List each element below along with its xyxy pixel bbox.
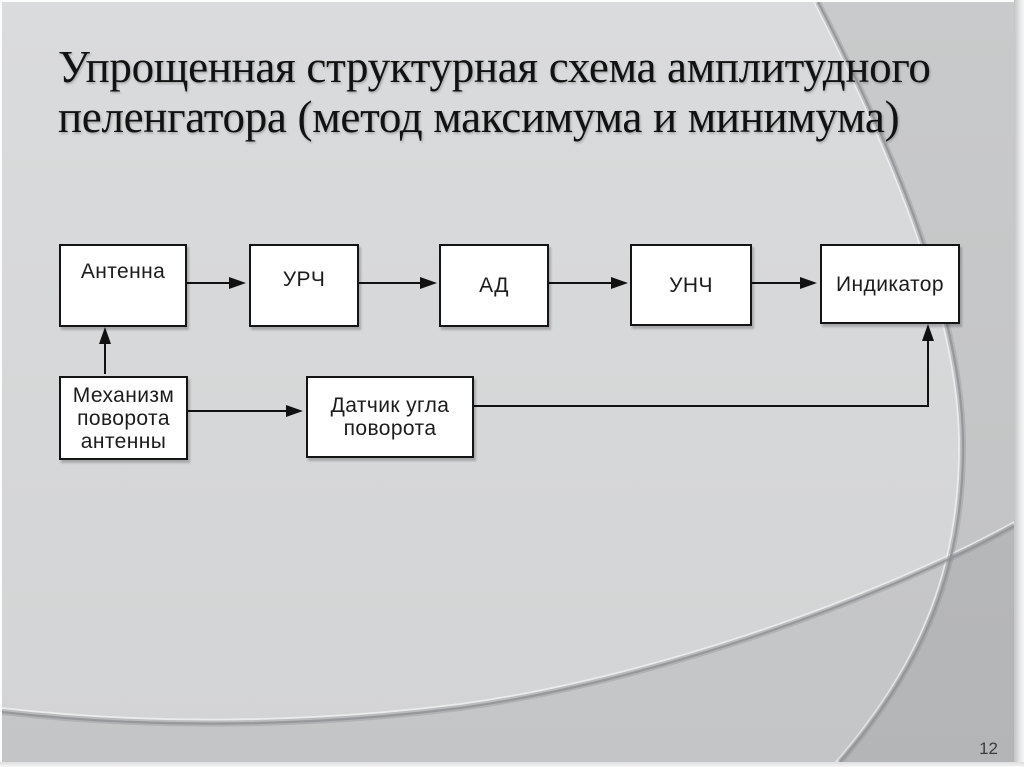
- slide-right-edge-fade: [1014, 0, 1024, 767]
- title-line-1: Упрощенная структурная схема амплитудног…: [58, 42, 931, 92]
- block-indicator: Индикатор: [820, 244, 960, 324]
- slide: Упрощенная структурная схема амплитудног…: [2, 2, 1014, 762]
- slide-title: Упрощенная структурная схема амплитудног…: [58, 42, 931, 142]
- block-label: Датчик угла поворота: [330, 394, 450, 440]
- block-label: УРЧ: [282, 268, 326, 291]
- block-label: Антенна: [80, 260, 166, 283]
- block-unch: УНЧ: [630, 244, 752, 326]
- page-number: 12: [979, 739, 998, 758]
- block-mechanism: Механизм поворота антенны: [59, 376, 188, 460]
- block-antenna: Антенна: [59, 244, 187, 327]
- title-line-2: пеленгатора (метод максимума и минимума): [58, 92, 900, 142]
- block-sensor: Датчик угла поворота: [306, 376, 474, 458]
- block-label: УНЧ: [669, 273, 713, 297]
- block-label: АД: [479, 274, 509, 297]
- block-label: Индикатор: [836, 272, 944, 296]
- block-label: Механизм поворота антенны: [72, 383, 175, 453]
- slide-bottom-edge-fade: [0, 762, 1024, 767]
- block-urch: УРЧ: [249, 244, 359, 327]
- block-ad: АД: [439, 244, 549, 327]
